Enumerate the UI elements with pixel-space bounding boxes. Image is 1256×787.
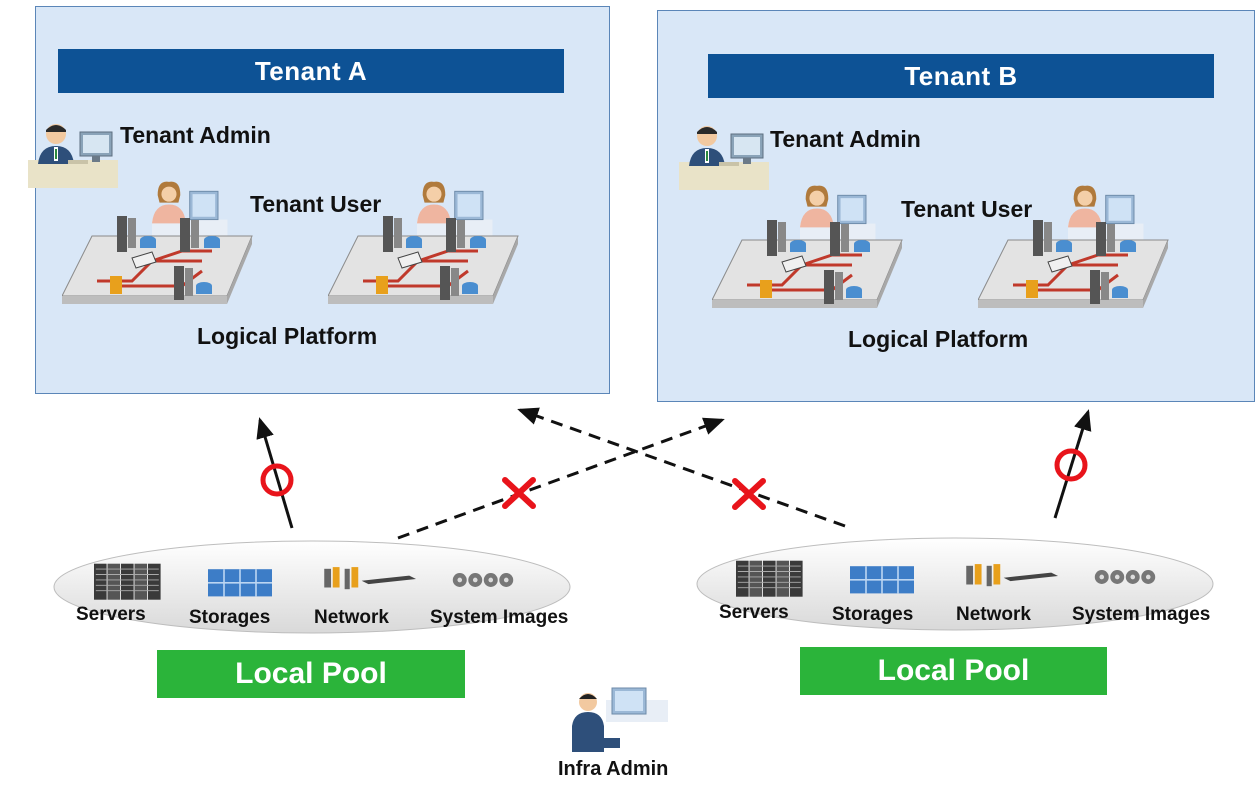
pool-b-title: Local Pool xyxy=(800,647,1107,695)
pool-b-storages-label: Storages xyxy=(832,604,914,625)
tenant-b-admin-label: Tenant Admin xyxy=(770,126,921,152)
infra-admin-label: Infra Admin xyxy=(558,758,669,780)
pool-b-servers-label: Servers xyxy=(719,602,789,623)
denied-mark-a-icon xyxy=(502,477,536,509)
pool-a-title: Local Pool xyxy=(157,650,465,698)
allowed-mark-a-icon xyxy=(260,463,294,497)
tenant-a-admin-label: Tenant Admin xyxy=(120,122,271,148)
tenant-a-panel: Tenant A Tenant Admin Tenant User Logica… xyxy=(35,6,610,394)
pool-a-network-label: Network xyxy=(314,607,389,628)
pool-b-to-tenant-b-arrow xyxy=(1053,409,1092,519)
pool-a-ellipse xyxy=(53,540,571,634)
pool-b-storages-icon xyxy=(849,565,915,595)
tenant-b-platform-label: Logical Platform xyxy=(848,326,1029,352)
tenant-b-user-label: Tenant User xyxy=(901,196,1033,222)
tenant-b-panel: Tenant B Tenant Admin Tenant User Logica… xyxy=(657,10,1255,402)
allowed-mark-b-icon xyxy=(1054,448,1088,482)
denied-mark-b-icon xyxy=(732,478,766,510)
tenant-b-admin-icon xyxy=(678,125,770,191)
infra-admin-icon xyxy=(572,687,668,752)
pool-b-servers-icon xyxy=(736,560,804,598)
pool-a-servers-label: Servers xyxy=(76,604,146,625)
pool-a-servers-icon xyxy=(94,563,162,601)
pool-a-storages-label: Storages xyxy=(189,607,271,628)
tenant-a-title: Tenant A xyxy=(58,49,564,93)
pool-a-system-images-label: System Images xyxy=(430,607,569,628)
tenant-a-admin-icon xyxy=(27,123,119,189)
pool-b-network-label: Network xyxy=(956,604,1031,625)
tenant-a-platform-label: Logical Platform xyxy=(197,323,378,349)
pool-b-ellipse xyxy=(696,537,1214,631)
pool-b-to-tenant-a-arrow xyxy=(517,407,846,528)
pool-a-to-tenant-a-arrow xyxy=(256,417,294,529)
pool-b-system-images-label: System Images xyxy=(1072,604,1211,625)
pool-a-to-tenant-b-arrow xyxy=(397,417,725,540)
pool-a-storages-icon xyxy=(207,568,273,598)
tenant-a-user-label: Tenant User xyxy=(250,191,382,217)
tenant-b-title: Tenant B xyxy=(708,54,1214,98)
